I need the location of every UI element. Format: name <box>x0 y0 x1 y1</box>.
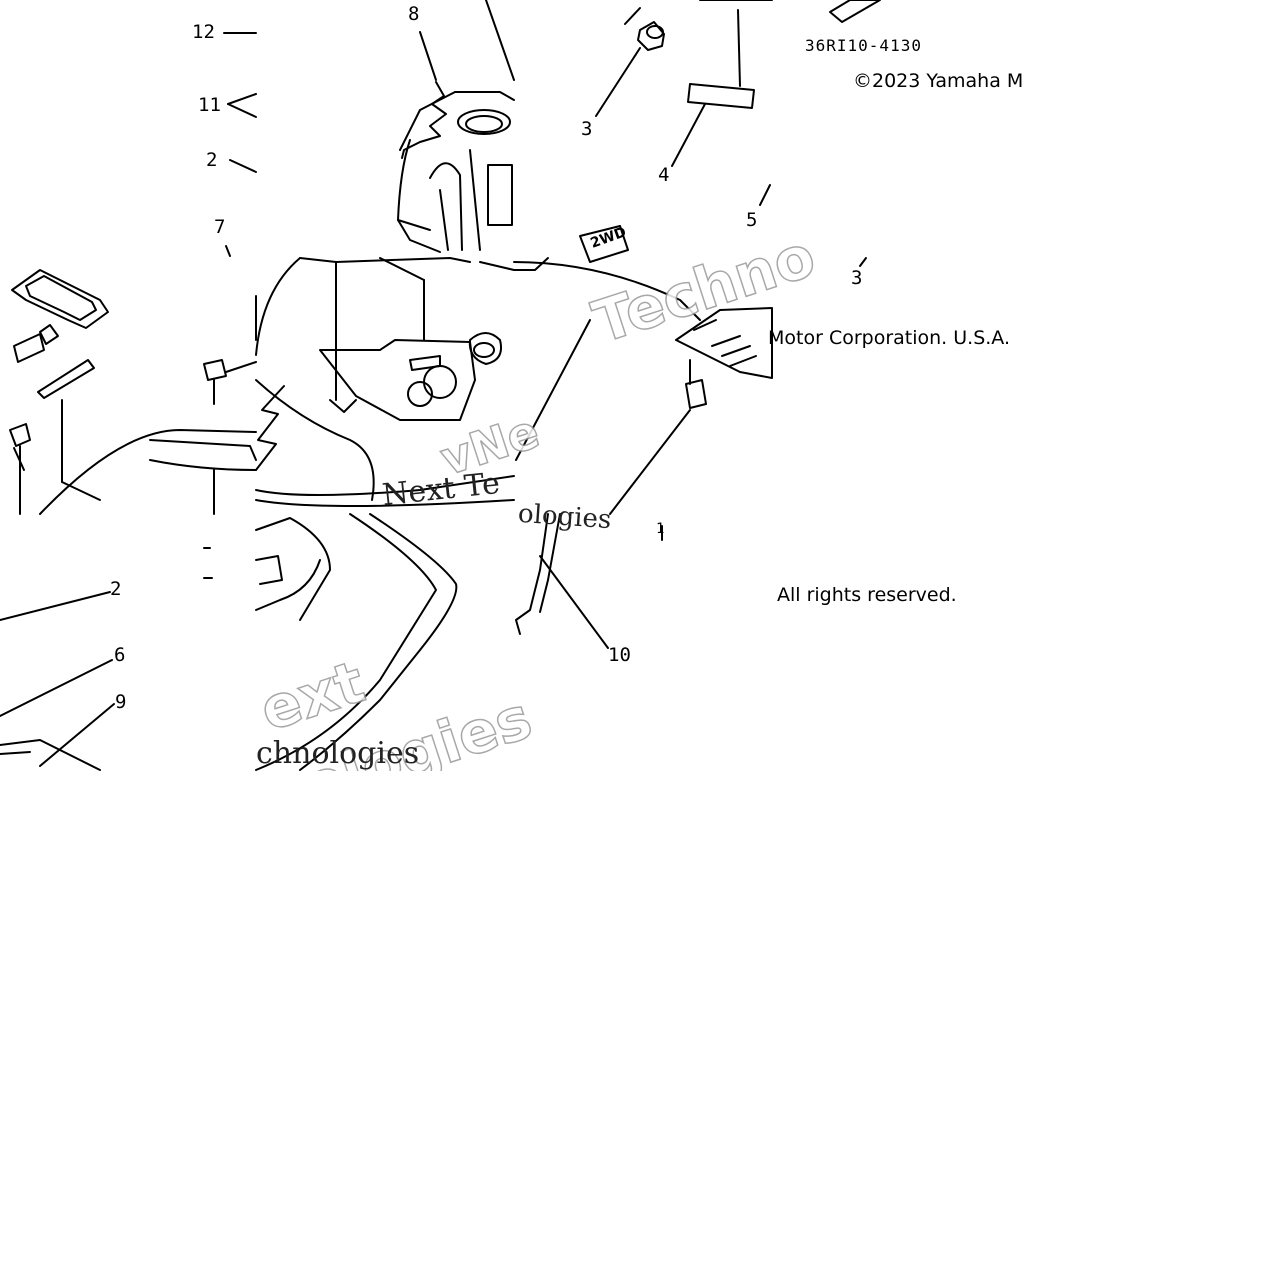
watermark-ologies-serif: ologies <box>517 498 613 536</box>
front-fender-top <box>397 0 515 253</box>
part-code: 36RI10-4130 <box>805 36 922 55</box>
callout-9: 9 <box>115 691 127 713</box>
mask-right-top <box>1028 60 1285 100</box>
callout-2-top: 2 <box>206 149 218 171</box>
copyright-line-2: Motor Corporation. U.S.A. <box>768 327 1011 349</box>
upper-left-leaders <box>223 32 257 257</box>
copyright-line-3: All rights reserved. <box>777 584 957 606</box>
callout-4: 4 <box>658 164 670 186</box>
left-middle-hardware <box>9 269 257 515</box>
rear-fender-body <box>203 257 515 515</box>
callout-7: 7 <box>214 216 226 238</box>
callout-6: 6 <box>114 644 126 666</box>
watermark-chnologies: chnologies <box>256 736 420 771</box>
callout-2-bottom: 2 <box>110 578 122 600</box>
lower-left-parts <box>0 547 213 771</box>
callout-3-top: 3 <box>581 118 593 140</box>
copyright-line-1: ©2023 Yamaha M <box>853 70 1024 92</box>
callout-12: 12 <box>192 21 215 43</box>
lower-center-fender <box>255 513 458 771</box>
callout-11: 11 <box>198 94 221 116</box>
callout-5: 5 <box>746 209 758 231</box>
mask-bottom <box>0 771 1285 1285</box>
callout-1: 1 <box>656 521 665 537</box>
lower-right-fender <box>515 513 663 649</box>
callout-3-mid: 3 <box>851 267 863 289</box>
right-fender-footrest <box>513 225 773 515</box>
callout-10: 10 <box>608 644 631 666</box>
callout-8: 8 <box>408 3 420 25</box>
upper-right-parts <box>595 0 881 267</box>
